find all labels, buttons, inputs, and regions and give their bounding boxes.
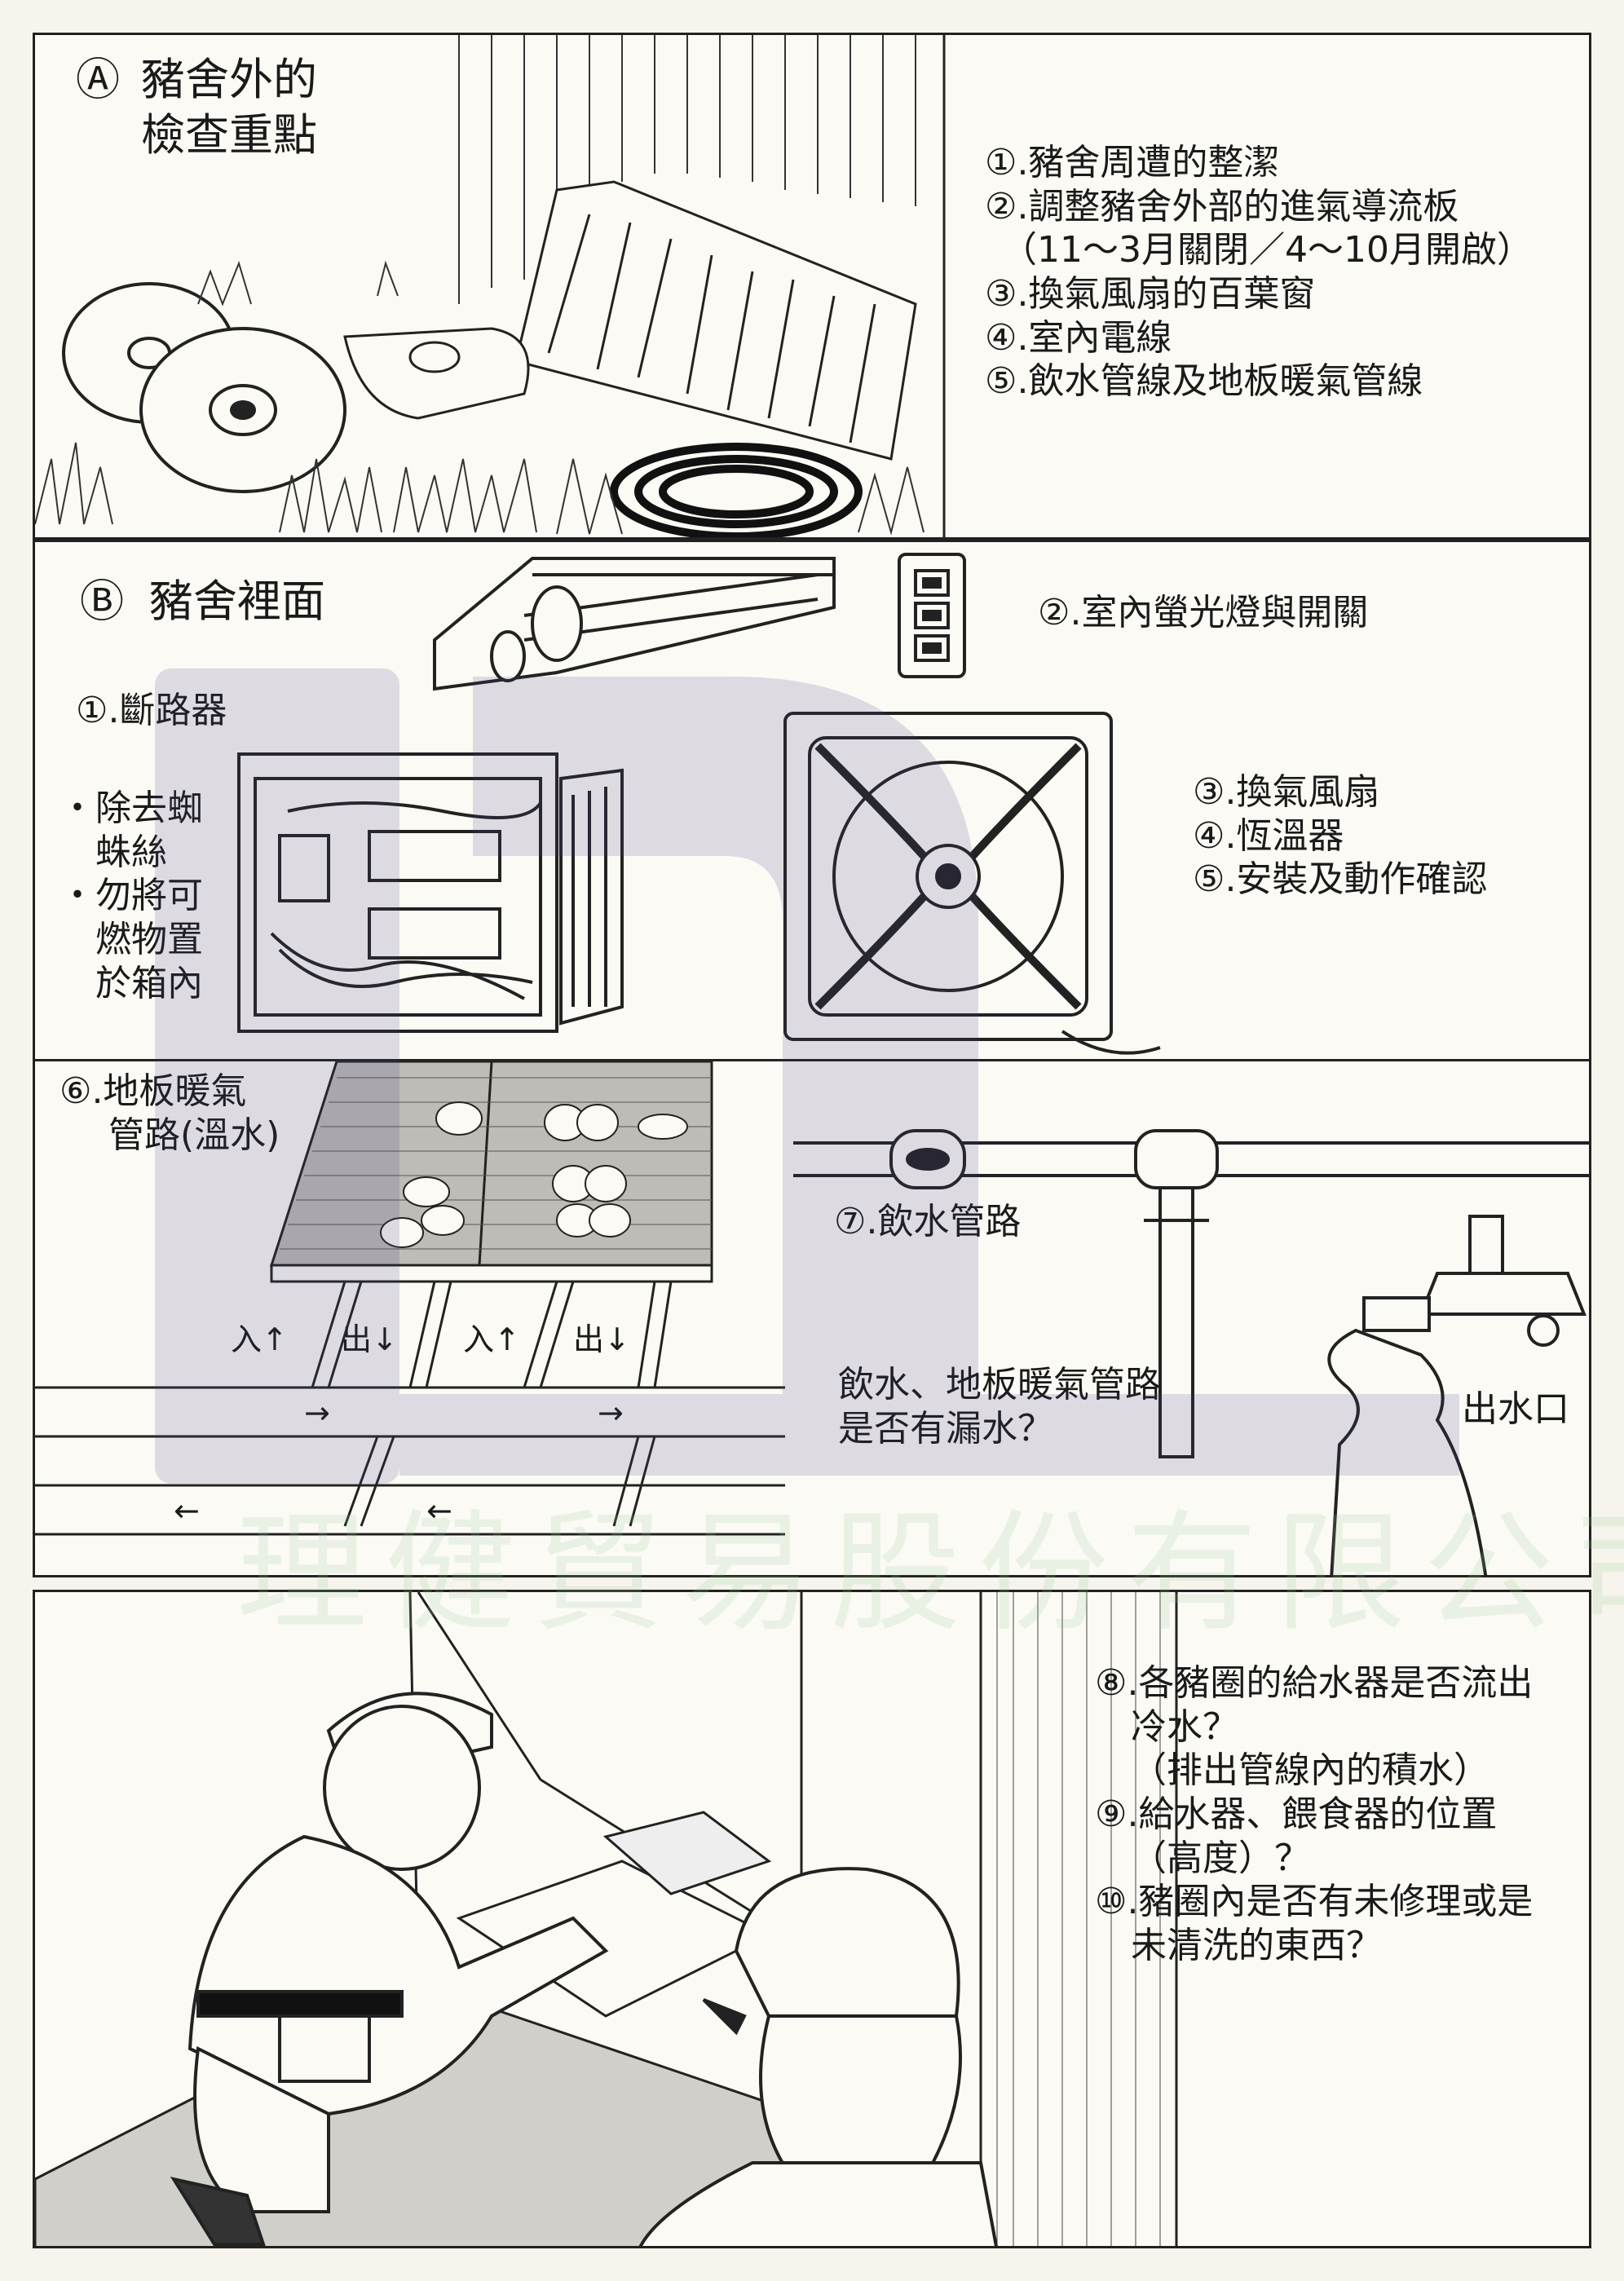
bullet-line: 於箱內 — [95, 962, 203, 1004]
panel-d-checklist: ⑧.各豬圈的給水器是否流出 冷水？ （排出管線內的積水） ⑨.給水器、餵食器的位… — [1095, 1661, 1533, 1968]
feeder-icon — [456, 1811, 772, 2018]
floor-heating-label: ⑥.地板暖氣 管路(溫水) — [60, 1070, 280, 1157]
water-outlet-icon — [1327, 1215, 1586, 1575]
checklist-item: ⑨.給水器、餵食器的位置 — [1095, 1793, 1498, 1836]
floor-grating-icon — [269, 1061, 713, 1267]
flow-arrow: → — [304, 1395, 330, 1431]
panel-d-pen-check: ⑧.各豬圈的給水器是否流出 冷水？ （排出管線內的積水） ⑨.給水器、餵食器的位… — [33, 1590, 1591, 2248]
checklist-item: （11～3月關閉／4～10月開啟） — [1001, 229, 1533, 271]
leak-question: 飲水、地板暖氣管路 是否有漏水？ — [838, 1363, 1161, 1450]
checklist-item: ①.豬舍周遭的整潔 — [985, 142, 1280, 183]
leak-question-line: 飲水、地板暖氣管路 — [838, 1364, 1161, 1405]
worker-kneeling-icon — [170, 1692, 609, 2246]
panel-a-marker: Ⓐ — [76, 54, 120, 105]
fan-items: ③.換氣風扇 ④.恆溫器 ⑤.安裝及動作確認 — [1193, 770, 1487, 902]
breaker-box-icon — [237, 752, 624, 1033]
checklist-item: 未清洗的東西？ — [1131, 1925, 1382, 1967]
floor-heating-line: ⑥.地板暖氣 — [60, 1070, 247, 1112]
flow-arrow: → — [598, 1395, 624, 1431]
checklist-item: ③.換氣風扇的百葉窗 — [985, 273, 1316, 315]
panel-b-inside: Ⓑ 豬舍裡面 ①.斷路器 ・除去蜘 蛛絲 ・勿將可 燃物置 於箱內 ②.室內螢光… — [33, 540, 1591, 1061]
panel-b-marker: Ⓑ — [80, 576, 124, 627]
water-pipe-icon — [793, 1129, 1589, 1458]
floor-heating-line: 管路(溫水) — [108, 1114, 280, 1156]
panel-b-title: 豬舍裡面 — [149, 576, 325, 627]
pipe-illustration — [35, 1061, 1589, 1575]
breaker-bullets: ・除去蜘 蛛絲 ・勿將可 燃物置 於箱內 — [60, 787, 203, 1005]
outlet-label: 出水口 — [1462, 1388, 1569, 1430]
leak-question-line: 是否有漏水？ — [838, 1407, 1053, 1449]
flow-arrow: ← — [174, 1493, 200, 1529]
panel-a-outside-check: Ⓐ 豬舍外的 檢查重點 ①.豬舍周遭的整潔 ②.調整豬舍外部的進氣導流板 （11… — [33, 33, 1591, 540]
panel-a-title-line2: 檢查重點 — [141, 109, 317, 161]
pipe-out-label: 出↓ — [573, 1321, 630, 1357]
light-label: ②.室內螢光燈與開關 — [1038, 592, 1369, 633]
fluorescent-light-icon — [433, 557, 836, 691]
checklist-item: （排出管線內的積水） — [1131, 1749, 1489, 1792]
indoor-illustration — [237, 553, 1161, 1055]
outdoor-illustration — [35, 35, 946, 537]
pipe-out-label: 出↓ — [341, 1321, 398, 1357]
worker-cap-icon — [638, 1867, 998, 2246]
bullet-line: ・除去蜘 — [60, 788, 203, 829]
bullet-line: 燃物置 — [95, 919, 203, 961]
breaker-label: ①.斷路器 — [76, 690, 227, 731]
panel-c-pipes: ⑥.地板暖氣 管路(溫水) 入↑ 出↓ 入↑ 出↓ → → ← ← ⑦.飲水管路… — [33, 1059, 1591, 1577]
watermark-company-name: 理健貿易股份有限公司 — [236, 1497, 1624, 1649]
flow-arrow: ← — [426, 1493, 452, 1529]
bullet-line: ・勿將可 — [60, 875, 203, 917]
checklist-item: 冷水？ — [1131, 1705, 1238, 1748]
panel-a-checklist: ①.豬舍周遭的整潔 ②.調整豬舍外部的進氣導流板 （11～3月關閉／4～10月開… — [985, 141, 1533, 404]
checklist-item: ⑧.各豬圈的給水器是否流出 — [1095, 1662, 1534, 1704]
pipe-in-label: 入↑ — [463, 1321, 520, 1357]
fan-item: ③.換氣風扇 — [1193, 771, 1380, 813]
checklist-item: ④.室內電線 — [985, 316, 1172, 359]
light-switch-icon — [898, 553, 966, 678]
fan-item: ④.恆溫器 — [1193, 814, 1344, 857]
checklist-item: ②.調整豬舍外部的進氣導流板 — [985, 185, 1459, 227]
panel-a-title-line1: 豬舍外的 — [141, 54, 317, 105]
checklist-item: （高度）？ — [1131, 1837, 1310, 1879]
pipe-in-label: 入↑ — [231, 1321, 288, 1357]
bullet-line: 蛛絲 — [95, 831, 167, 873]
exhaust-fan-icon — [783, 712, 1161, 1055]
water-line-label: ⑦.飲水管路 — [834, 1201, 1022, 1242]
fan-item: ⑤.安裝及動作確認 — [1193, 858, 1488, 901]
checklist-item: ⑩.豬圈內是否有未修理或是 — [1095, 1881, 1534, 1923]
checklist-item: ⑤.飲水管線及地板暖氣管線 — [985, 360, 1423, 403]
workers-illustration — [35, 1592, 1178, 2246]
